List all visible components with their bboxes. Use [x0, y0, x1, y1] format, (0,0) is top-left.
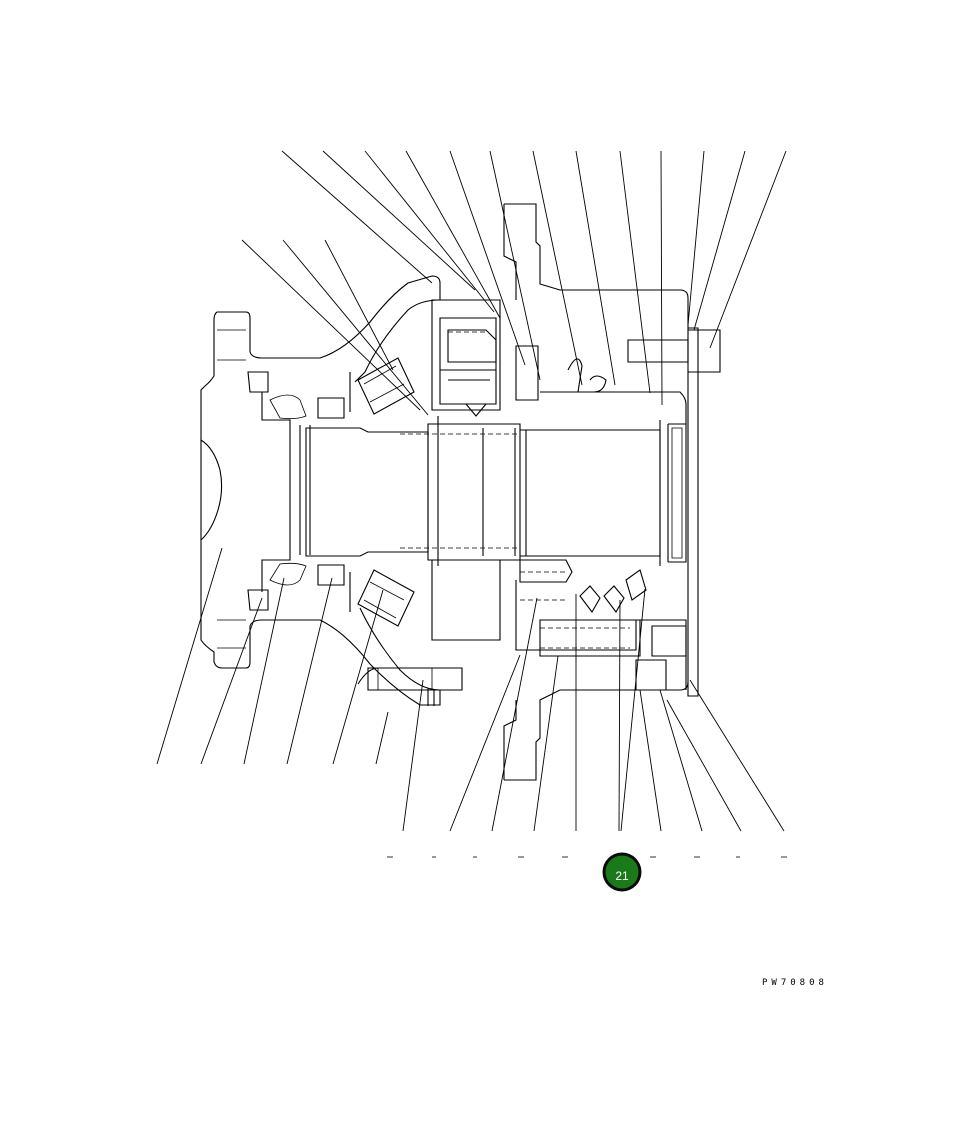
callout-21-badge[interactable]: 21	[602, 852, 642, 892]
leader-lines-bottom	[156, 547, 785, 832]
main-spindle	[305, 416, 687, 566]
roller-bearings	[349, 357, 415, 627]
planetary-carrier	[431, 203, 689, 781]
hub-flange	[200, 275, 441, 706]
end-cover	[357, 327, 721, 706]
lower-carrier	[431, 559, 687, 691]
leader-lines-top	[241, 150, 787, 416]
callout-fill	[605, 855, 639, 889]
drawing-code: PW70808	[762, 978, 828, 988]
